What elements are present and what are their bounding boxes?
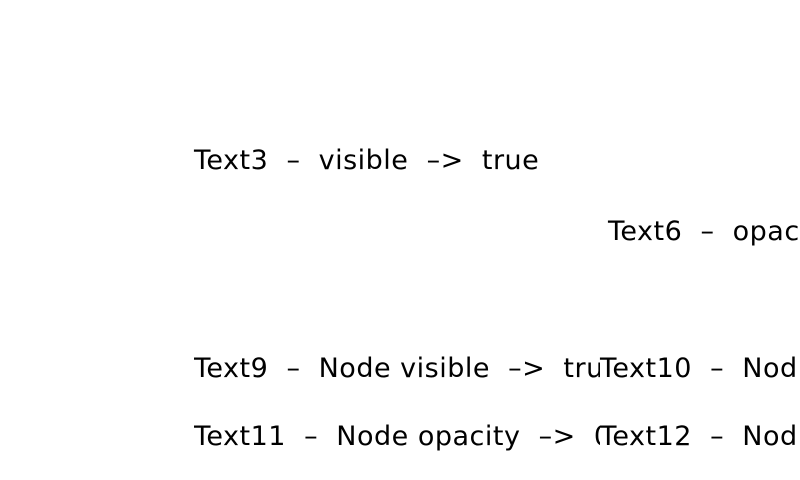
node-property-label-text10: Text10 – Nod bbox=[600, 353, 798, 384]
node-property-label-text3: Text3 – visible –> true bbox=[194, 145, 540, 176]
node-property-label-text9-clip: Text9 – Node visible –> tru bbox=[194, 355, 600, 395]
node-property-label-text11: Text11 – Node opacity –> 0 bbox=[194, 423, 600, 452]
node-property-label-text9: Text9 – Node visible –> tru bbox=[194, 355, 600, 384]
node-property-label-text12: Text12 – Nod bbox=[600, 421, 798, 452]
node-property-label-text6: Text6 – opac bbox=[608, 216, 800, 247]
node-property-label-text11-clip: Text11 – Node opacity –> 0 bbox=[194, 423, 600, 463]
